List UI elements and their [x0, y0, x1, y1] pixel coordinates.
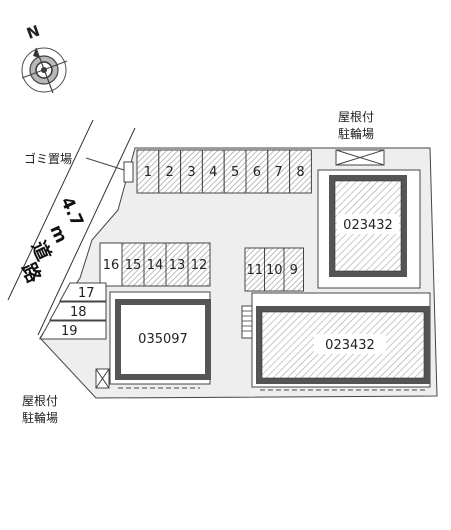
building-top-right: 023432 [317, 169, 421, 289]
parking-space-label: 19 [61, 324, 78, 339]
parking-space-18 [49, 301, 107, 321]
compass: N [21, 22, 68, 94]
building-left-label: 035097 [138, 332, 188, 347]
garbage-area [123, 161, 134, 183]
parking-space-label: 10 [266, 263, 283, 278]
parking-row-middle-left: 16 15 14 13 12 [99, 242, 211, 287]
garbage-leader [85, 157, 125, 171]
parking-space-label: 3 [187, 165, 195, 180]
bike-parking-top-label-line2: 駐輪場 [338, 126, 374, 141]
bike-parking-top [335, 149, 385, 166]
parking-space-label: 1 [144, 165, 152, 180]
parking-space-label: 6 [253, 165, 261, 180]
parking-diagonal: 17 18 19 [39, 282, 107, 340]
north-label: N [24, 22, 42, 43]
parking-space-label: 11 [246, 263, 263, 278]
parking-space-label: 16 [103, 258, 120, 273]
building-bottom-right-label: 023432 [325, 338, 375, 353]
stairs [241, 305, 253, 339]
parking-space-label: 14 [147, 258, 164, 273]
parking-space-label: 17 [78, 286, 95, 301]
parking-space-8 [289, 149, 312, 194]
building-left: 035097 [109, 291, 211, 389]
garbage-label: ゴミ置場 [24, 151, 72, 166]
parking-space-label: 15 [125, 258, 142, 273]
road-name-char-2: 路 [17, 259, 46, 287]
bike-parking-bottom [95, 368, 110, 389]
parking-space-label: 5 [231, 165, 239, 180]
parking-space-label: 12 [191, 258, 208, 273]
bike-parking-bottom-label-line1: 屋根付 [22, 394, 58, 408]
parking-space-19 [39, 320, 107, 340]
parking-space-label: 13 [169, 258, 186, 273]
parking-space-label: 18 [70, 305, 87, 320]
building-top-right-label: 023432 [343, 218, 393, 233]
parking-space-12 [187, 242, 211, 287]
parking-space-label: 4 [209, 165, 217, 180]
parking-space-label: 8 [296, 165, 304, 180]
bike-parking-bottom-label-line2: 駐輪場 [22, 410, 58, 425]
parking-space-17 [59, 282, 107, 302]
parking-space-9 [283, 247, 304, 292]
parking-space-label: 2 [166, 165, 174, 180]
parking-space-label: 7 [275, 165, 283, 180]
parking-space-label: 9 [290, 263, 298, 278]
bike-parking-top-label-line1: 屋根付 [338, 110, 374, 124]
building-bottom-right: 023432 [251, 292, 431, 391]
